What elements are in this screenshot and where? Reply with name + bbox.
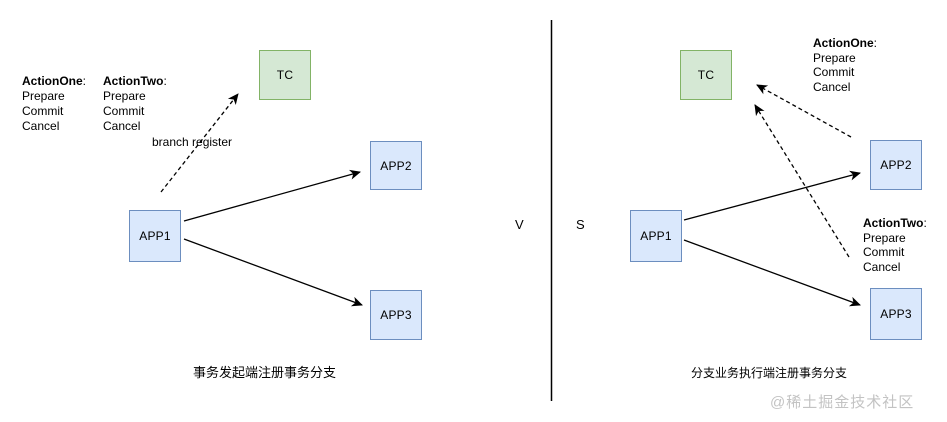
versus-right-letter: S — [576, 217, 585, 232]
left-app2-node: APP2 — [370, 141, 422, 190]
action-step: Prepare — [22, 89, 65, 103]
action-step: Cancel — [22, 119, 60, 133]
right-action-one-block: ActionOne: Prepare Commit Cancel — [813, 36, 877, 94]
action-step: Prepare — [863, 230, 906, 245]
action-step: Cancel — [813, 79, 851, 94]
action-step: Commit — [813, 65, 855, 79]
right-tc-node: TC — [680, 50, 732, 100]
action-title: ActionOne: — [22, 74, 87, 88]
left-app1-node: APP1 — [129, 210, 181, 262]
right-app2-to-tc-arrow — [756, 84, 852, 138]
versus-left-letter: V — [515, 217, 524, 232]
watermark: @稀土掘金技术社区 — [770, 394, 915, 411]
left-app1-to-app3-arrow — [183, 238, 363, 307]
left-panel-caption: 事务发起端注册事务分支 — [193, 365, 337, 380]
action-step: Commit — [863, 245, 905, 259]
action-step: Cancel — [103, 119, 141, 133]
action-title: ActionTwo: — [103, 74, 167, 88]
right-app1-to-app3-arrow — [683, 239, 861, 307]
action-step: Prepare — [813, 50, 856, 65]
right-action-two-block: ActionTwo: Prepare Commit Cancel — [863, 216, 927, 274]
action-step: Prepare — [103, 89, 146, 103]
action-title: ActionOne: — [813, 36, 878, 50]
right-actiontwo-to-tc-arrow — [754, 104, 850, 258]
branch-register-label: branch register — [152, 135, 233, 149]
left-app3-node: APP3 — [370, 290, 422, 340]
action-title: ActionTwo: — [863, 216, 927, 230]
left-action-one-block: ActionOne: Prepare Commit Cancel — [22, 74, 86, 134]
right-app1-to-app2-arrow — [683, 170, 861, 221]
right-app2-node: APP2 — [870, 140, 922, 190]
right-app3-node: APP3 — [870, 288, 922, 340]
action-step: Cancel — [863, 259, 901, 274]
left-action-two-block: ActionTwo: Prepare Commit Cancel — [103, 74, 167, 134]
left-tc-node: TC — [259, 50, 311, 100]
right-panel-caption: 分支业务执行端注册事务分支 — [691, 366, 848, 380]
left-app1-to-app2-arrow — [183, 169, 361, 222]
action-step: Commit — [103, 104, 145, 118]
right-app1-node: APP1 — [630, 210, 682, 262]
action-step: Commit — [22, 104, 64, 118]
